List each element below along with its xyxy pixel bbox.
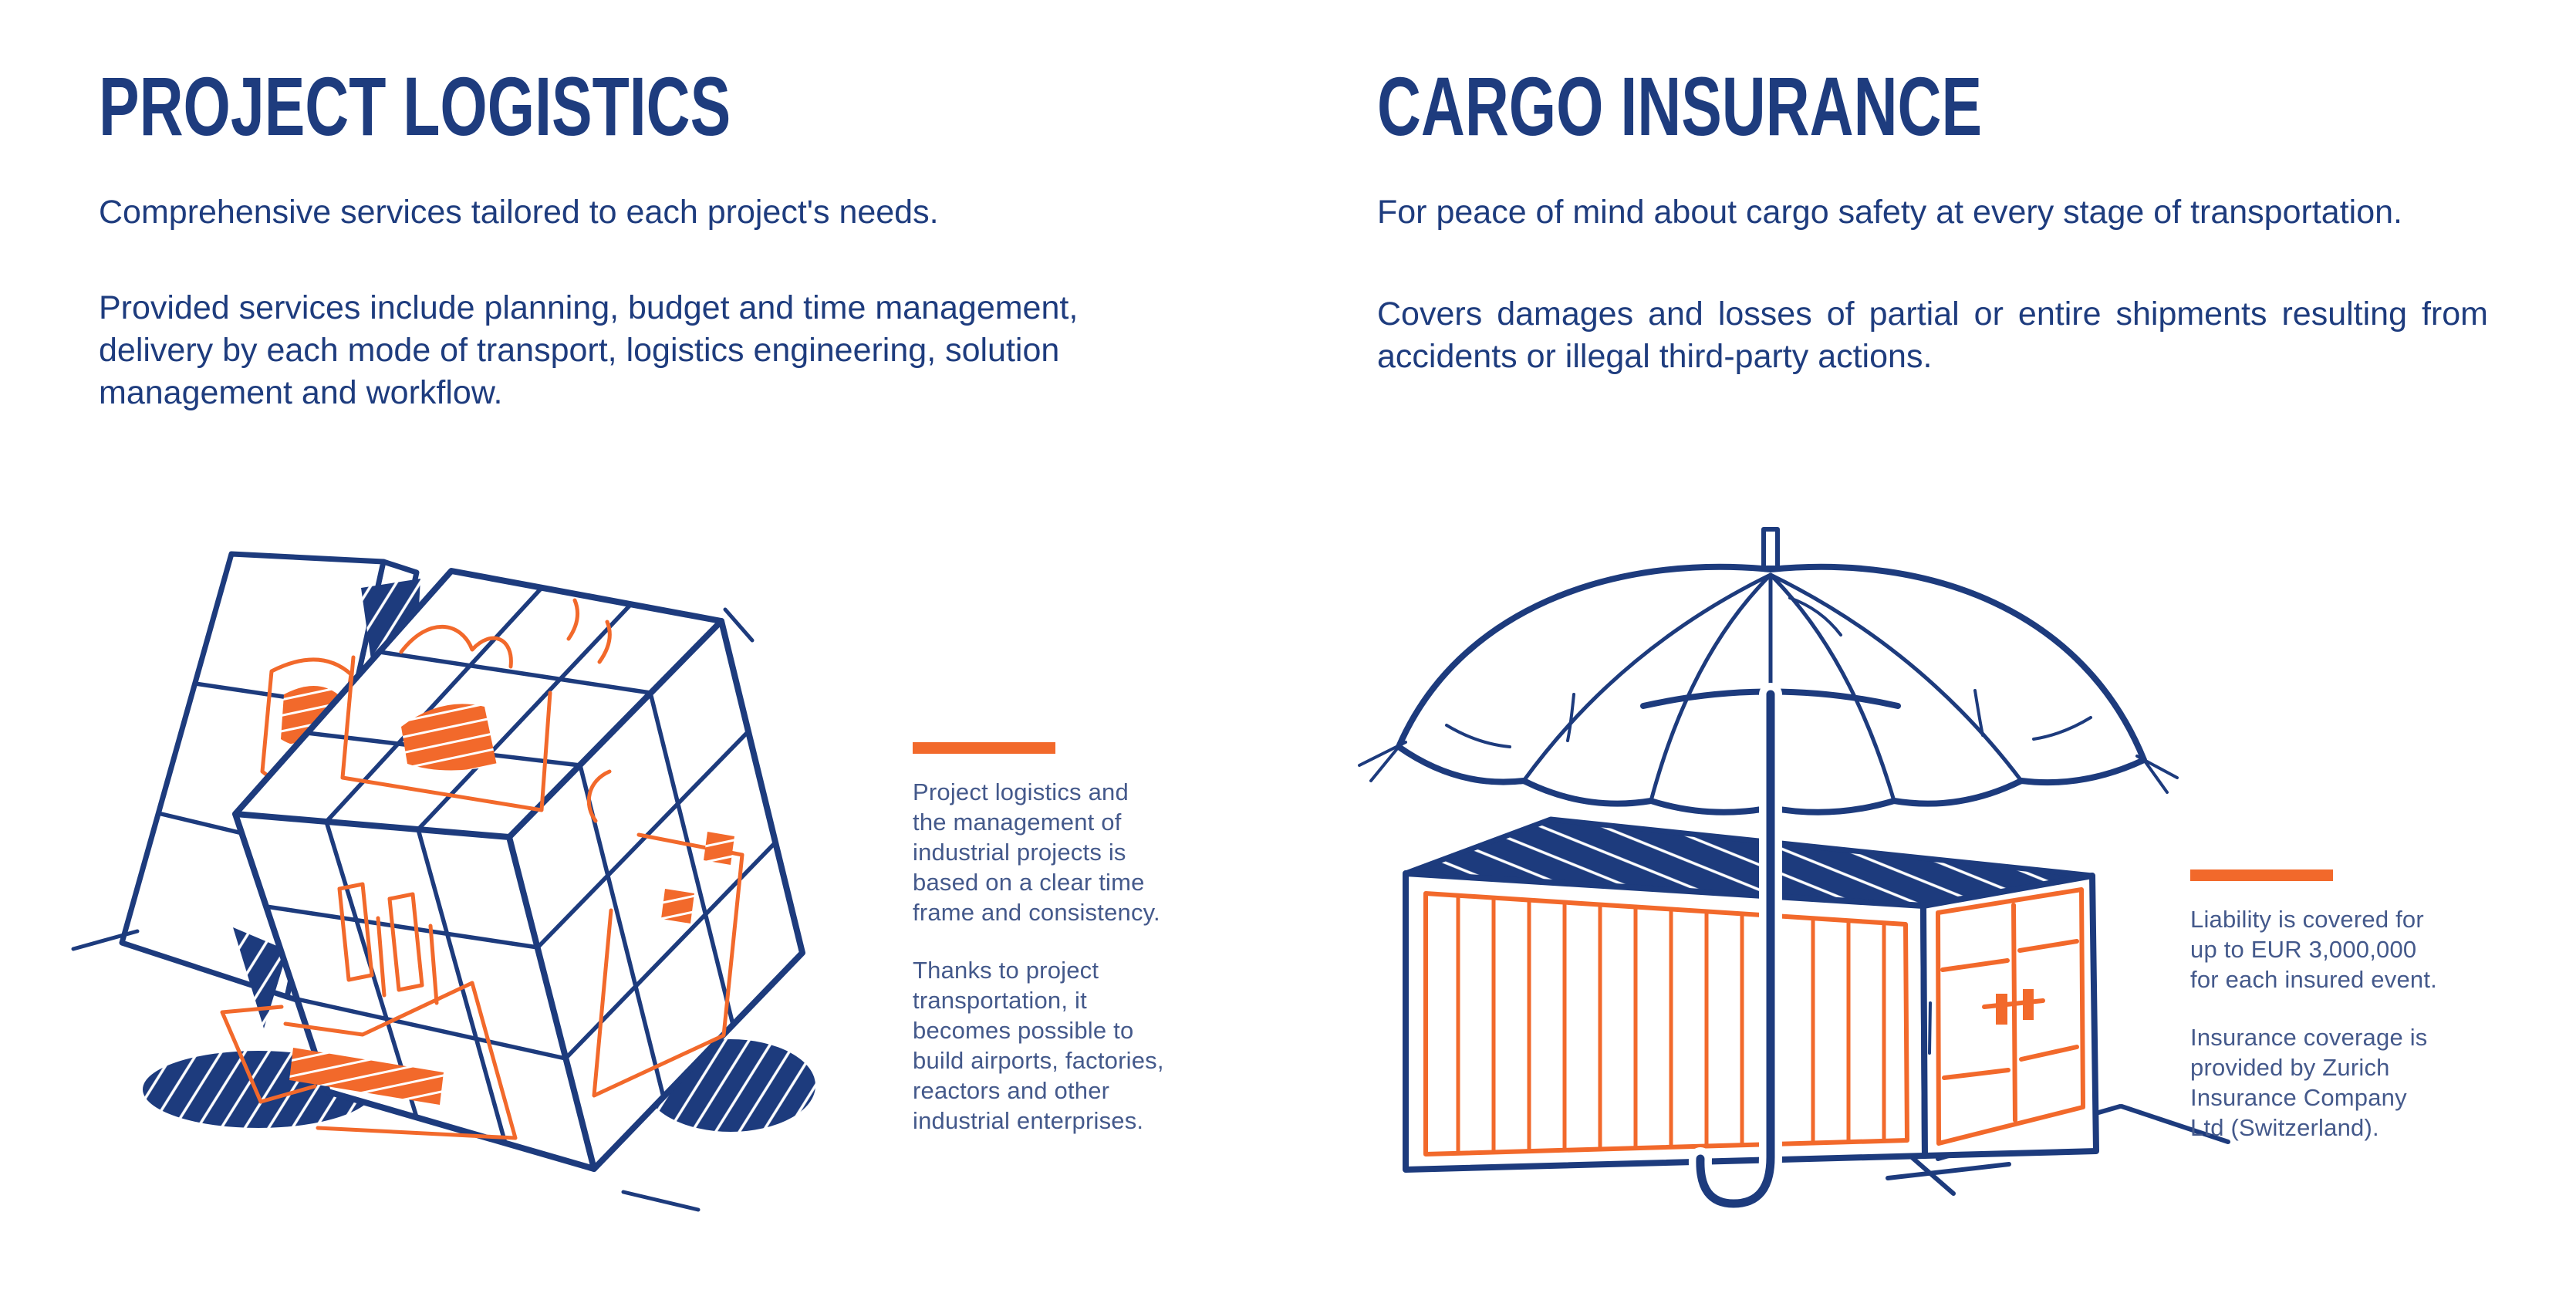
right-aside: Liability is covered for up to EUR 3,000…	[2190, 869, 2445, 1143]
right-paragraph-1: For peace of mind about cargo safety at …	[1377, 194, 2402, 231]
right-paragraph-2: Covers damages and losses of partial or …	[1377, 295, 2488, 375]
left-paragraph-2: Provided services include planning, budg…	[99, 289, 1079, 411]
left-aside-paragraph-1: Project logistics and the management of …	[913, 778, 1160, 926]
accent-bar	[2190, 869, 2333, 881]
top-face-doodle	[340, 598, 612, 812]
left-aside: Project logistics and the management of …	[913, 742, 1167, 1136]
cube-main	[71, 568, 805, 1212]
boxes-cube-illustration	[71, 551, 815, 1212]
umbrella	[1358, 527, 2179, 1215]
cargo-container	[1403, 816, 2230, 1196]
left-paragraph-1: Comprehensive services tailored to each …	[99, 194, 939, 231]
right-aside-paragraph-2: Insurance coverage is provided by Zurich…	[2190, 1024, 2428, 1141]
front-face-doodle	[220, 882, 518, 1140]
accent-bar	[913, 742, 1055, 754]
umbrella-over-container-illustration	[1358, 527, 2230, 1215]
container-doors	[1920, 873, 2099, 1159]
page-title-right: CARGO INSURANCE	[1377, 59, 1983, 153]
hatched-wedge-left	[233, 927, 288, 1028]
umbrella-pole	[1696, 690, 1775, 1208]
page-title-left: PROJECT LOGISTICS	[99, 59, 731, 153]
container-corrugation	[1456, 893, 1886, 1156]
left-aside-paragraph-2: Thanks to project transportation, it bec…	[913, 957, 1164, 1134]
umbrella-ferrule	[1761, 527, 1780, 570]
door-handle	[1996, 989, 2034, 1025]
right-aside-paragraph-1: Liability is covered for up to EUR 3,000…	[2190, 906, 2437, 993]
right-face-doodle	[586, 769, 744, 1098]
